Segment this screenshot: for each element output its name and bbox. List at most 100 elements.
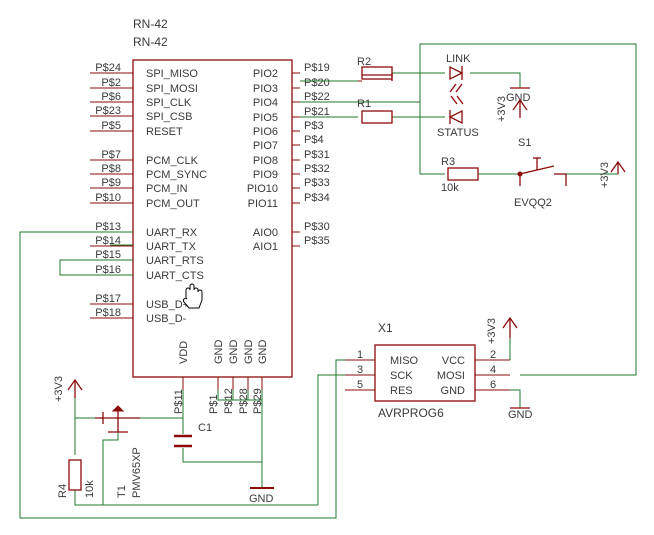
rn42-pin-number: P$8 [101, 163, 121, 175]
s1-part: EVQQ2 [514, 197, 552, 209]
r4-value: 10k [84, 480, 96, 498]
rn42-pin-number: P$32 [304, 163, 330, 175]
wire-pio4-r3 [300, 101, 445, 175]
x1-pin-name: SCK [390, 370, 413, 382]
rn42-pin-number: P$13 [95, 221, 121, 233]
rn42-pin-name: UART_RX [146, 227, 198, 239]
rn42-pin-number: P$3 [304, 120, 324, 132]
rn42-pin-name: UART_CTS [146, 270, 204, 282]
supply-3v3-left-label: +3V3 [53, 376, 65, 402]
rn42-pin-number: P$29 [252, 388, 264, 414]
x1-part: AVRPROG6 [378, 406, 444, 420]
rn42-pin-name: PIO3 [253, 83, 278, 95]
c1-label: C1 [198, 422, 212, 434]
led-link-label: LINK [446, 53, 471, 65]
rn42-pin-name: PCM_IN [146, 183, 188, 195]
rn42-pin-number: P$11 [173, 389, 185, 414]
rn42-pin-name: PIO9 [253, 169, 278, 181]
x1-pin-number: 1 [357, 349, 363, 361]
x1-pin-number: 2 [490, 349, 496, 361]
led-link: LINK [446, 53, 471, 93]
rn42-pin-number: P$28 [238, 388, 250, 414]
led-status-label: STATUS [437, 127, 479, 139]
rn42-pin-name: PIO10 [247, 183, 278, 195]
wire-x1-gnd [510, 389, 521, 408]
supply-3v3-top: +3V3 [496, 96, 528, 122]
rn42-name-label: RN-42 [133, 17, 168, 31]
rn42-pin-number: P$2 [101, 77, 121, 89]
rn42-body [132, 59, 293, 378]
wire-c1-gnd [182, 448, 262, 463]
gnd-symbol-x1: GND [508, 407, 533, 421]
wire-mosi-loop [419, 43, 637, 376]
rn42-pin-number: P$20 [304, 77, 330, 89]
rn42-pin-name: PIO8 [253, 155, 278, 167]
rn42-pin-number: P$7 [101, 149, 121, 161]
x1-body [374, 344, 476, 402]
rn42-pin-number: P$35 [304, 235, 330, 247]
rn42-pin-name: SPI_MOSI [146, 83, 198, 95]
rn42-pin-number: P$6 [101, 91, 121, 103]
r3-value: 10k [441, 182, 459, 194]
rn42-pin-number: P$31 [304, 149, 330, 161]
x1-pin-number: 4 [490, 364, 496, 376]
rn42-pin-name: AIO0 [253, 227, 278, 239]
rn42-pin-name: PIO4 [253, 97, 278, 109]
x1-pin-number: 5 [357, 379, 363, 391]
s1-label: S1 [518, 137, 531, 149]
rn42-pin-name: GND [243, 340, 255, 365]
gnd-symbol-bottom: GND [249, 487, 274, 505]
x1-pin-name: GND [441, 385, 466, 397]
rn42-pin-name: AIO1 [253, 241, 278, 253]
rn42-right-pins: P$19PIO2P$20PIO3P$22PIO4P$21PIO5P$3PIO6P… [247, 62, 330, 253]
rn42-pin-number: P$10 [95, 192, 121, 204]
rn42-pin-name: PCM_SYNC [146, 169, 207, 181]
rn42-pin-name: UART_TX [146, 241, 197, 253]
x1-pin-name: MOSI [437, 370, 465, 382]
rn42-pin-name: GND [257, 340, 269, 365]
rn42-pin-number: P$1 [208, 394, 220, 414]
rn42-pin-name: RESET [146, 126, 183, 138]
rn42-pin-name: PIO2 [253, 68, 278, 80]
x1-pin-number: 3 [357, 364, 363, 376]
wire-rts-cts-loop [59, 259, 133, 276]
wire-uartrx-miso [19, 231, 345, 519]
gnd-x1-label: GND [508, 409, 533, 421]
led-status: STATUS [437, 95, 479, 139]
rn42-pin-name: PCM_CLK [146, 155, 199, 167]
rn42-pin-name: PIO6 [253, 126, 278, 138]
mosfet-t1: T1 PMV65XP [95, 405, 143, 498]
r1-label: R1 [357, 98, 371, 110]
x1-name: X1 [378, 321, 393, 335]
resistor-r2: R2 [357, 56, 393, 82]
rn42-pin-number: P$34 [304, 192, 330, 204]
rn42-pin-number: P$19 [304, 62, 330, 74]
resistor-r3: R3 10k [441, 156, 479, 194]
wire-3v3-t1 [74, 398, 95, 419]
rn42-pin-number: P$24 [95, 62, 121, 74]
rn42-pin-name: VDD [178, 341, 190, 364]
rn42-pin-number: P$4 [304, 134, 324, 146]
supply-3v3-switch: +3V3 [599, 160, 626, 188]
supply-3v3-x1: +3V3 [486, 316, 518, 344]
led-link-arrow [449, 83, 457, 93]
supply-3v3-left: +3V3 [53, 376, 83, 402]
x1-pin-number: 6 [490, 379, 496, 391]
rn42-pin-name: USB_D+ [146, 299, 189, 311]
supply-3v3-switch-label: +3V3 [599, 162, 611, 188]
rn42-pin-name: SPI_CSB [146, 111, 192, 123]
gnd-link-label: GND [506, 92, 531, 104]
rn42-pin-name: USB_D- [146, 313, 187, 325]
resistor-r1: R1 [357, 98, 393, 124]
supply-3v3-top-label: +3V3 [496, 96, 508, 122]
x1-pin-name: RES [390, 385, 413, 397]
rn42-pin-number: P$12 [223, 388, 235, 414]
r2-label: R2 [357, 56, 371, 68]
x1-pin-name: MISO [390, 355, 419, 367]
wires [19, 43, 637, 519]
